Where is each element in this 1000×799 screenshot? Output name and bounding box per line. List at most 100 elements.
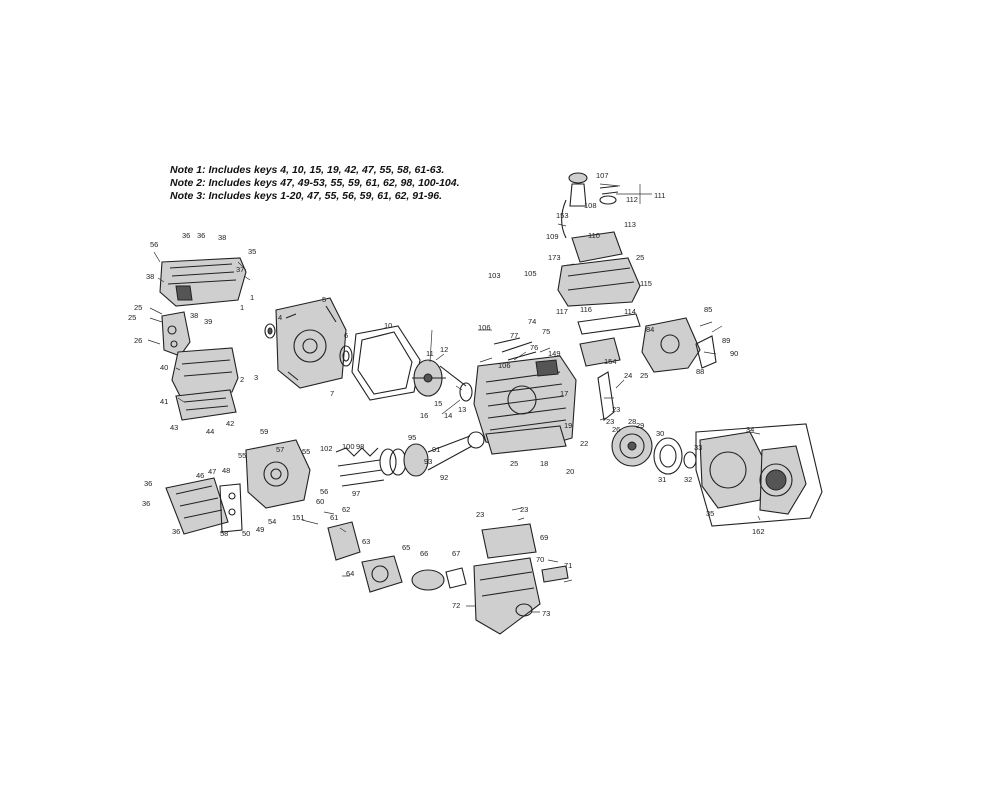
callout-70: 70 xyxy=(536,555,544,564)
callout-23: 23 xyxy=(520,505,528,514)
callout-19: 19 xyxy=(564,421,572,430)
callout-28: 28 xyxy=(628,417,636,426)
callout-108: 108 xyxy=(584,201,597,210)
callout-23: 23 xyxy=(612,405,620,414)
fuel-cap xyxy=(568,172,588,207)
callout-1: 1 xyxy=(240,303,244,312)
callout-91: 91 xyxy=(432,445,440,454)
callout-37: 37 xyxy=(236,265,244,274)
callout-65: 65 xyxy=(402,543,410,552)
callout-49: 49 xyxy=(256,525,264,534)
callout-103: 103 xyxy=(488,271,501,280)
callout-59: 59 xyxy=(260,427,268,436)
muffler-shield-69 xyxy=(481,523,537,559)
blower-housing-left xyxy=(165,477,229,535)
blower-housing-34 xyxy=(699,431,767,509)
callout-35: 35 xyxy=(706,509,714,518)
callout-34: 34 xyxy=(746,425,754,434)
callout-15: 15 xyxy=(434,399,442,408)
callout-36: 36 xyxy=(172,527,180,536)
callout-93: 93 xyxy=(424,457,432,466)
callout-107: 107 xyxy=(596,171,609,180)
callout-151: 151 xyxy=(292,513,305,522)
callout-89: 89 xyxy=(722,336,730,345)
callout-76: 76 xyxy=(530,343,538,352)
callout-73: 73 xyxy=(542,609,550,618)
callout-102: 102 xyxy=(320,444,333,453)
callout-162: 162 xyxy=(752,527,765,536)
callout-14: 14 xyxy=(444,411,452,420)
callout-36: 36 xyxy=(142,499,150,508)
callout-57: 57 xyxy=(276,445,284,454)
callout-154: 154 xyxy=(604,357,617,366)
callout-97: 97 xyxy=(352,489,360,498)
callout-3: 3 xyxy=(254,373,258,382)
callout-77: 77 xyxy=(510,331,518,340)
callout-84: 84 xyxy=(646,325,654,334)
fuel-bowl-66 xyxy=(411,569,445,591)
callout-16: 16 xyxy=(420,411,428,420)
callout-98: 98 xyxy=(356,442,364,451)
leader-lines xyxy=(147,183,761,613)
callout-32: 32 xyxy=(684,475,692,484)
callout-72: 72 xyxy=(452,601,460,610)
callout-6: 6 xyxy=(344,331,348,340)
callout-90: 90 xyxy=(730,349,738,358)
callout-40: 40 xyxy=(160,363,168,372)
callout-10: 10 xyxy=(384,321,392,330)
gasket-10 xyxy=(351,325,421,401)
callout-66: 66 xyxy=(420,549,428,558)
callout-23: 23 xyxy=(476,510,484,519)
callout-1: 1 xyxy=(250,293,254,302)
rear-housing xyxy=(245,439,311,509)
note-1: Note 1: Includes keys 4, 10, 15, 19, 42,… xyxy=(170,164,445,176)
callout-110: 110 xyxy=(588,231,600,240)
callout-31: 31 xyxy=(658,475,666,484)
callout-5: 5 xyxy=(322,295,326,304)
recoil-starter-large xyxy=(759,445,807,515)
starter-frame xyxy=(695,423,823,527)
callout-85: 85 xyxy=(704,305,712,314)
callout-64: 64 xyxy=(346,569,354,578)
callout-46: 46 xyxy=(196,471,204,480)
callout-54: 54 xyxy=(268,517,276,526)
throttle-bracket xyxy=(327,521,361,561)
note-2: Note 2: Includes keys 47, 49-53, 55, 59,… xyxy=(170,177,460,189)
callout-2: 2 xyxy=(240,375,244,384)
callout-115: 115 xyxy=(640,279,652,288)
callout-17: 17 xyxy=(560,389,568,398)
callout-50: 50 xyxy=(242,529,250,538)
callout-43: 43 xyxy=(170,423,178,432)
callout-67: 67 xyxy=(452,549,460,558)
callout-11: 11 xyxy=(426,349,434,358)
diagram-notes: Note 1: Includes keys 4, 10, 15, 19, 42,… xyxy=(170,164,460,203)
cup-31 xyxy=(683,451,697,469)
note-3: Note 3: Includes keys 1-20, 47, 55, 56, … xyxy=(170,190,442,202)
muffler-bolt xyxy=(541,565,569,583)
callout-36: 36 xyxy=(197,231,205,240)
linkage-plate xyxy=(579,337,621,367)
callout-24: 24 xyxy=(624,371,632,380)
callout-47: 47 xyxy=(208,467,216,476)
fuel-tank-upper xyxy=(571,231,623,263)
flywheel xyxy=(611,425,653,467)
callout-56: 56 xyxy=(150,240,158,249)
callout-111: 111 xyxy=(654,191,665,200)
valve-cover-block xyxy=(485,425,567,455)
side-bracket-stack xyxy=(219,483,243,533)
callout-26: 26 xyxy=(134,336,142,345)
oil-seal-4 xyxy=(264,323,276,339)
callout-29: 29 xyxy=(636,421,644,430)
callout-25: 25 xyxy=(636,253,644,262)
filter-screen xyxy=(599,185,619,205)
gasket-67 xyxy=(445,567,467,589)
callout-100: 100 xyxy=(342,442,355,451)
callout-42: 42 xyxy=(226,419,234,428)
air-filter-base xyxy=(175,389,237,421)
callout-18: 18 xyxy=(540,459,548,468)
callout-26: 26 xyxy=(612,425,620,434)
tank-bracket xyxy=(577,313,641,335)
crankcase-cover xyxy=(275,297,347,389)
callout-30: 30 xyxy=(656,429,664,438)
